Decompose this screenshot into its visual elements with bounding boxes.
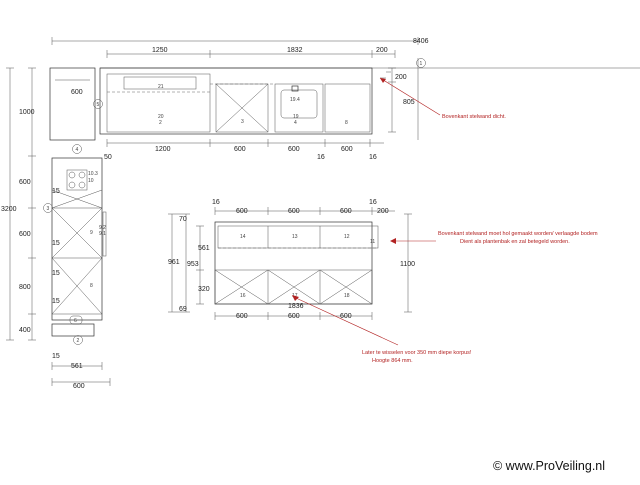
marker-circle-1-label: 1 [420,61,423,67]
left-cabinet-run: 10.3 10 9 9.2 9.1 8 6 2 3 15 15 15 15 [43,157,107,345]
dim-island-bottom-600-a: 600 [236,313,248,320]
cab-label-14: 14 [240,234,246,240]
note-stelwand-dicht: Bovenkant stelwand dicht. [442,114,506,120]
dim-bottom-600-a: 600 [234,146,246,153]
cab-label-10: 10 [88,178,94,184]
cab-label-9-2: 9.2 [99,225,106,231]
dim-right-805: 805 [403,99,415,106]
dim-top-1832: 1832 [287,47,303,54]
cab-label-10-3: 10.3 [88,171,98,177]
dim-vert-800: 800 [19,284,31,291]
marker-circle-4: 4 [76,147,79,153]
cab-label-8-left: 8 [90,283,93,289]
dim-island-top-600-b: 600 [288,208,300,215]
dim-island-top-16-left: 16 [212,199,220,206]
dim-island-top-200: 200 [377,208,389,215]
cab-label-9: 9 [90,230,93,236]
marker-circle-3: 3 [47,206,50,212]
island-top-dimensions: 16 16 600 600 600 200 [212,199,395,215]
dim-top-1250: 1250 [152,47,168,54]
dim-island-70: 70 [179,216,187,223]
cab-label-9-1: 9.1 [99,231,106,237]
dim-right-200: 200 [395,74,407,81]
cab-label-18: 18 [344,293,350,299]
cab-label-6: 6 [74,318,77,324]
note-later-wisselen-line1: Later te wisselen voor 350 mm diepe korp… [362,350,472,356]
dim-side-15-d: 15 [52,298,60,305]
marker-circle-1 [416,58,426,68]
marker-circle-5: 5 [97,102,100,108]
cab-label-13: 13 [292,234,298,240]
note-later-wisselen-line2: Hoogte 864 mm. [372,358,413,364]
dim-bottom-600-c: 600 [341,146,353,153]
dim-island-bottom-1836: 1836 [288,303,304,310]
cab-label-3: 3 [241,119,244,125]
dim-top-left-50: 50 [104,154,112,161]
dim-island-top-600-c: 600 [340,208,352,215]
red-notes: Bovenkant stelwand dicht. Bovenkant stel… [292,77,598,364]
dim-overall-width: 8406 [413,38,429,45]
dim-side-15-bottom: 15 [52,353,60,360]
cab-label-11: 11 [370,239,375,245]
left-column-top: 600 5 4 [49,67,103,154]
right-side-dimensions: 200 805 [388,67,415,133]
dim-side-15-b: 15 [52,240,60,247]
island-cabinets: 14 13 12 11 16 17 18 1836 [214,221,379,310]
dim-island-69: 69 [179,306,187,313]
cab-label-8: 8 [345,120,348,126]
dim-side-15-a: 15 [52,188,60,195]
dim-island-bottom-600-c: 600 [340,313,352,320]
cab-label-4: 4 [294,120,297,126]
dim-base-561: 561 [71,363,83,370]
dim-island-320: 320 [198,286,210,293]
cab-label-19-top: 19.4 [290,97,300,103]
dim-island-top-16-right: 16 [369,199,377,206]
dim-island-953: 953 [187,261,199,268]
overall-dimension: 8406 [51,37,429,45]
dim-side-15-c: 15 [52,270,60,277]
island-right-dimension: 1100 [400,213,415,313]
note-stelwand-hol-line1: Bovenkant stelwand moet hol gemaakt word… [438,231,598,237]
dim-top-200: 200 [376,47,388,54]
dim-vert-1000: 1000 [19,109,35,116]
left-bottom-dimensions: 15 561 600 [51,353,111,390]
island-bottom-dimensions: 600 600 600 [214,312,373,320]
dim-island-961: 961 [168,259,180,266]
dim-vert-3200: 3200 [1,206,17,213]
dim-island-bottom-600-b: 600 [288,313,300,320]
left-vertical-dimensions: 3200 1000 600 600 800 400 [1,67,36,341]
dim-base-600: 600 [73,383,85,390]
dim-bottom-1200: 1200 [155,146,171,153]
dim-island-561: 561 [198,245,210,252]
dim-left-600: 600 [71,89,83,96]
marker-circle-2: 2 [77,338,80,344]
watermark-text: © www.ProVeiling.nl [493,459,605,473]
dim-island-top-600-a: 600 [236,208,248,215]
cab-label-12: 12 [344,234,350,240]
cab-label-21: 21 [158,84,164,90]
top-cabinet-run: 21 20 2 3 19.4 19 4 8 [99,67,391,135]
dim-vert-600-b: 600 [19,231,31,238]
dim-vert-400: 400 [19,327,31,334]
top-run-bottom-dimensions: 1200 600 600 600 16 16 50 [104,139,384,161]
dim-bottom-16-a: 16 [317,154,325,161]
island-left-dimensions: 70 961 561 953 320 69 [168,213,210,313]
dim-bottom-16-b: 16 [369,154,377,161]
cab-label-16: 16 [240,293,246,299]
note-stelwand-hol-line2: Dient als plantenbak en zal betegeld wor… [460,239,570,245]
dim-vert-600-a: 600 [19,179,31,186]
cab-label-20: 20 [158,114,164,120]
top-segment-dimensions: 1250 1832 200 [106,47,396,58]
cab-label-19: 19 [293,114,299,120]
dim-bottom-600-b: 600 [288,146,300,153]
cab-label-2: 2 [159,120,162,126]
dim-island-1100: 1100 [400,261,415,268]
